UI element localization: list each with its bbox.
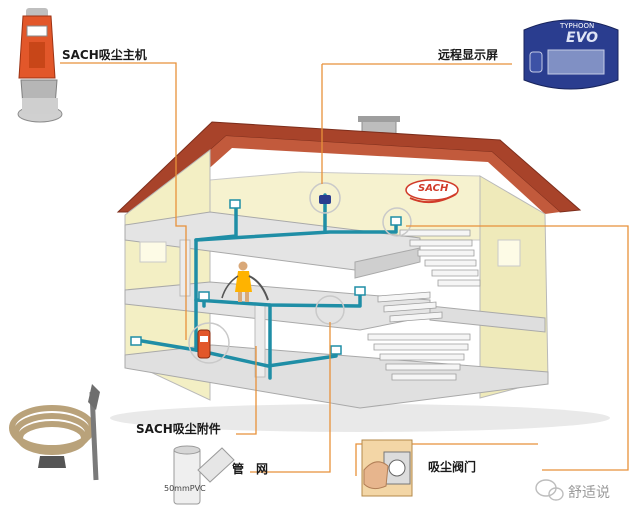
display-brand-top: TYPHOON xyxy=(560,22,595,30)
window-left xyxy=(139,241,167,263)
remote-display-product xyxy=(523,19,619,90)
hose-wand xyxy=(38,384,100,481)
sach-wall-logo xyxy=(405,179,459,204)
pipe-spec-text: 50mmPVC xyxy=(164,484,206,493)
hose-accessory xyxy=(9,405,95,455)
ground-floor-slab xyxy=(124,344,549,409)
window-right xyxy=(497,239,521,267)
right-side-wall xyxy=(479,175,549,399)
pvc-fitting xyxy=(173,445,235,505)
pipe-network-label: 管 网 xyxy=(232,462,269,476)
person-vacuuming xyxy=(221,261,269,302)
staircase-middle xyxy=(377,291,443,323)
upper-floor-front xyxy=(354,247,421,279)
remote-display-label: 远程显示屏 xyxy=(438,48,499,62)
watermark-text: 舒适说 xyxy=(568,485,610,501)
main-unit-label: SACH吸尘主机 xyxy=(62,48,147,62)
ground-shadow xyxy=(110,404,610,432)
sach-logo-text: SACH xyxy=(418,183,449,194)
leader-lines xyxy=(60,62,629,476)
roof-underside xyxy=(140,136,560,214)
left-side-wall xyxy=(124,148,211,401)
wall-inlets xyxy=(130,199,402,355)
left-partition xyxy=(179,239,191,297)
staircase-upper xyxy=(399,229,481,287)
indoor-main-unit xyxy=(197,329,211,359)
chimney-cap xyxy=(358,116,400,122)
wall-remote-display xyxy=(319,195,331,204)
valve-product xyxy=(361,439,413,497)
suction-valve-label: 吸尘阀门 xyxy=(428,460,477,474)
staircase-lower xyxy=(367,333,471,381)
callout-circles xyxy=(188,182,412,364)
watermark-bubble-icon xyxy=(535,479,564,501)
display-brand-main: EVO xyxy=(566,30,599,46)
main-unit-product xyxy=(17,8,63,123)
accessories-label: SACH吸尘附件 xyxy=(136,422,221,436)
